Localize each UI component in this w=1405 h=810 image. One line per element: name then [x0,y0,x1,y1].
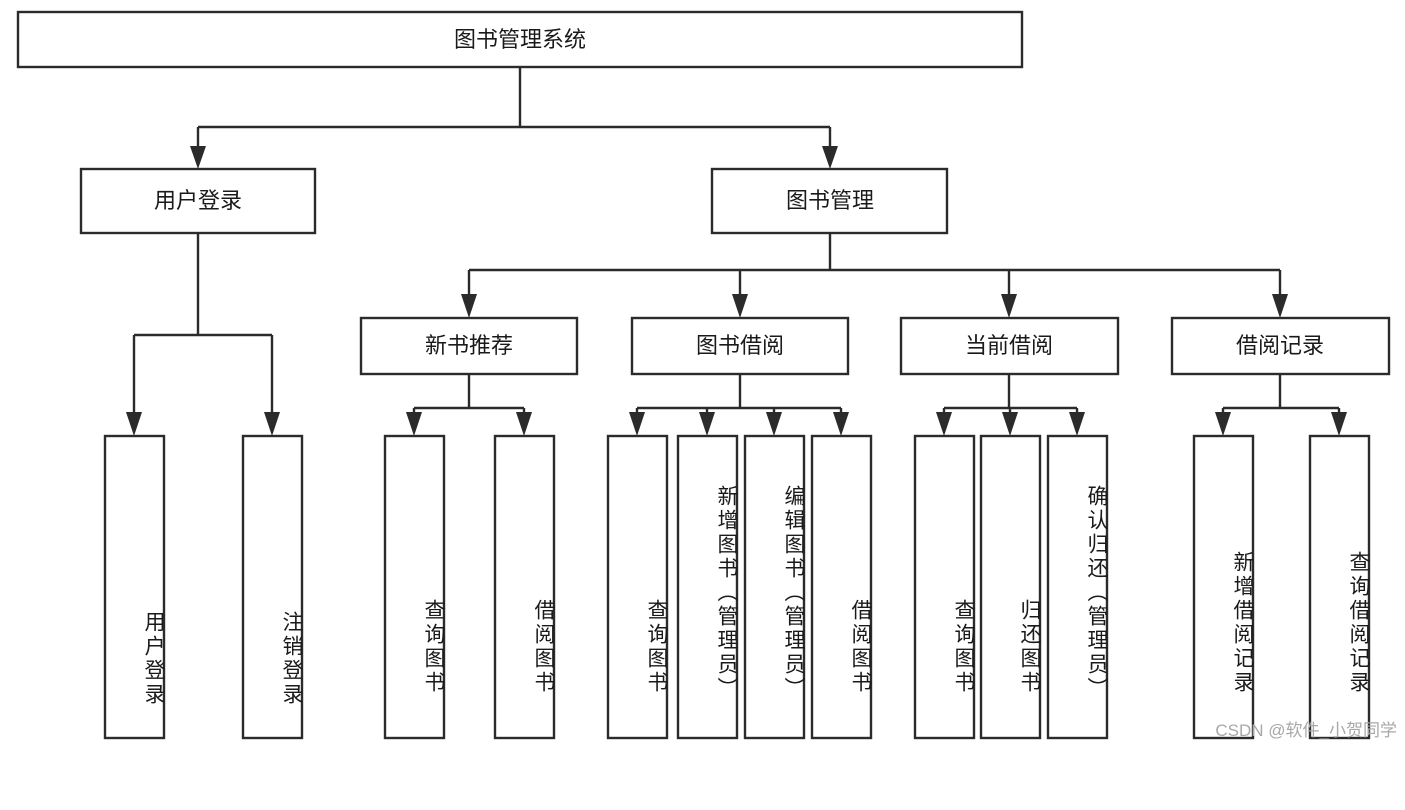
leaf-box-book-borrow-3[interactable] [743,434,806,740]
connector-group-userlogin [126,233,280,436]
connector-group-currentborrow [936,374,1085,436]
node-new-book-recommend-box[interactable] [359,316,579,376]
arrow-head-book-borrow [732,294,748,318]
arrow-head-new-book [461,294,477,318]
leaf-box-book-borrow-2[interactable] [676,434,739,740]
leaf-box-current-borrow-1[interactable] [913,434,976,740]
leaf-box-new-book-2[interactable] [493,434,556,740]
arrow-head-userlogin [190,146,206,169]
node-root-box[interactable] [16,10,1024,69]
node-root-label: 图书管理系统 [454,27,586,52]
node-book-borrow-label: 图书借阅 [696,333,784,358]
arrow-head-borrow-record [1272,294,1288,318]
arrow-head-leaf-user-login-1 [126,412,142,436]
node-user-login-box[interactable] [79,167,317,235]
node-book-management-label: 图书管理 [786,188,874,213]
arrow-head-bookmgmt [822,146,838,169]
node-borrow-record-box[interactable] [1170,316,1391,376]
flowchart-canvas: 图书管理系统 用户登录 图书管理 新书推荐 图书借阅 当前借阅 借阅记录 [16,10,1397,740]
connector-group-root [190,67,838,169]
node-user-login-label: 用户登录 [154,188,242,213]
arrow-head-leaf-newbook-1 [406,412,422,436]
leaf-box-book-borrow-4[interactable] [810,434,873,740]
leaf-box-book-borrow-1[interactable] [606,434,669,740]
connector-group-bookborrow [629,374,849,436]
connector-group-bookmgmt [461,233,1288,318]
node-borrow-record-label: 借阅记录 [1236,333,1324,358]
arrow-head-leaf-user-login-2 [264,412,280,436]
arrow-head-leaf-borrowrecord-2 [1331,412,1347,436]
leaf-box-user-login-1[interactable] [103,434,166,740]
arrow-head-leaf-newbook-2 [516,412,532,436]
node-book-borrow-box[interactable] [630,316,850,376]
leaf-box-current-borrow-3[interactable] [1046,434,1109,740]
arrow-head-leaf-bookborrow-2 [699,412,715,436]
arrow-head-leaf-currentborrow-1 [936,412,952,436]
arrow-head-leaf-currentborrow-3 [1069,412,1085,436]
leaf-box-user-login-2[interactable] [241,434,304,740]
connector-group-borrowrecord [1215,374,1347,436]
csdn-watermark: CSDN @软件_小贺同学 [1215,721,1397,740]
leaf-box-current-borrow-2[interactable] [979,434,1042,740]
leaf-box-new-book-1[interactable] [383,434,446,740]
diagram-svg: 图书管理系统 用户登录 图书管理 新书推荐 图书借阅 当前借阅 借阅记录 [16,10,1391,740]
arrow-head-leaf-currentborrow-2 [1002,412,1018,436]
connector-group-newbook [406,374,532,436]
arrow-head-current-borrow [1001,294,1017,318]
arrow-head-leaf-borrowrecord-1 [1215,412,1231,436]
leaf-box-borrow-record-1[interactable] [1192,434,1255,740]
arrow-head-leaf-bookborrow-4 [833,412,849,436]
arrow-head-leaf-bookborrow-1 [629,412,645,436]
arrow-head-leaf-bookborrow-3 [766,412,782,436]
node-new-book-recommend-label: 新书推荐 [425,333,513,358]
node-current-borrow-box[interactable] [899,316,1120,376]
node-current-borrow-label: 当前借阅 [965,333,1053,358]
leaf-box-borrow-record-2[interactable] [1308,434,1371,740]
node-book-management-box[interactable] [710,167,949,235]
